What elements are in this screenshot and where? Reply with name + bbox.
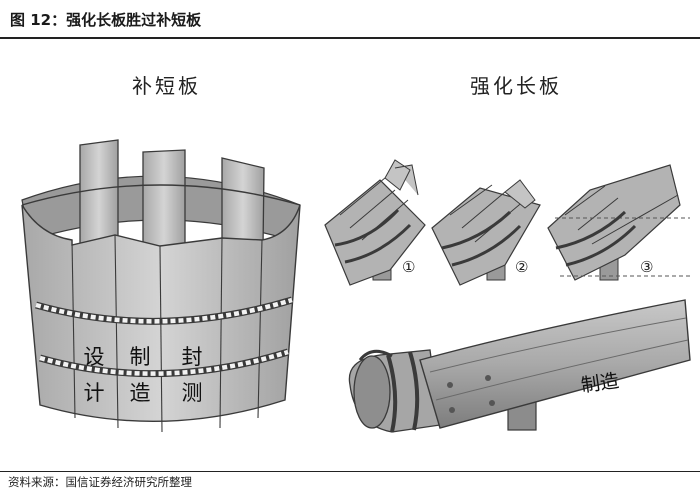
long-stave-label: 制造 bbox=[580, 370, 621, 397]
stave-label: 计 bbox=[84, 381, 105, 405]
illustration: 设 计 制 造 封 测 ① ② ③ bbox=[21, 139, 691, 433]
long-stave-manufacturing bbox=[419, 299, 691, 429]
left-panel-title: 补短板 bbox=[132, 74, 201, 98]
tilted-bucket-step-1: ① bbox=[324, 159, 426, 286]
short-board-bucket: 设 计 制 造 封 测 bbox=[21, 139, 301, 433]
right-panel-title: 强化长板 bbox=[470, 74, 562, 98]
figure-title: 图 12：强化长板胜过补短板 bbox=[10, 11, 202, 29]
footer-rule bbox=[0, 471, 700, 472]
tilted-bucket-step-2: ② bbox=[431, 179, 541, 286]
stave-label: 封 bbox=[182, 345, 203, 369]
step-marker: ② bbox=[515, 258, 528, 276]
step-marker: ① bbox=[402, 258, 415, 276]
figure-header: 图 12：强化长板胜过补短板 bbox=[0, 0, 700, 38]
source-note: 资料来源：国信证券经济研究所整理 bbox=[8, 475, 192, 489]
step-marker: ③ bbox=[640, 258, 653, 276]
stave-label: 制 bbox=[130, 345, 151, 369]
long-board-bucket: 制造 bbox=[348, 299, 691, 433]
stave-label: 造 bbox=[130, 381, 151, 405]
header-rule bbox=[0, 37, 700, 39]
tilted-bucket-step-3: ③ bbox=[547, 164, 690, 281]
stave-label: 测 bbox=[182, 381, 203, 405]
stave-label: 设 bbox=[84, 345, 105, 369]
